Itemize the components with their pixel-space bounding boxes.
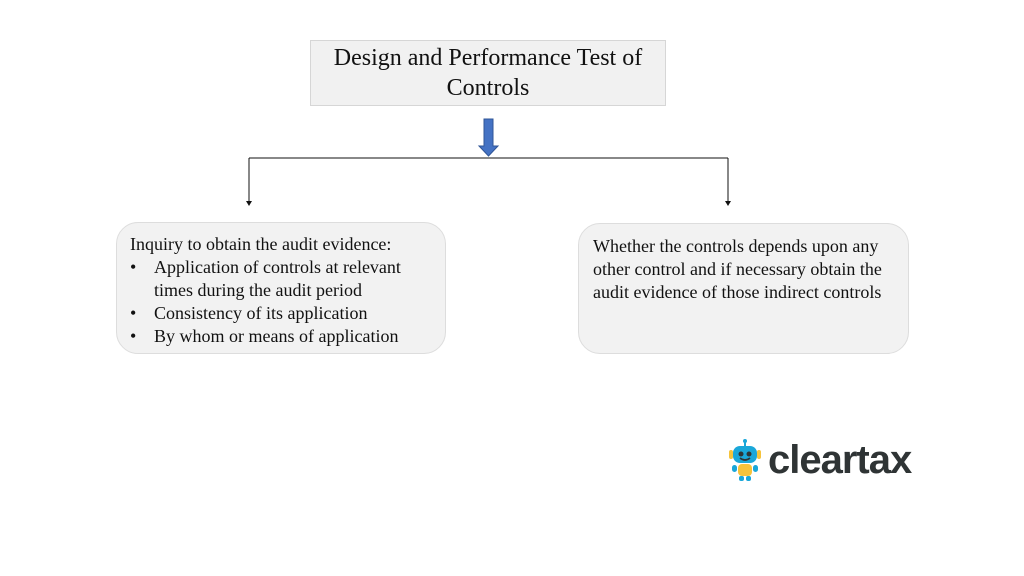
bullet-icon: • [130,303,137,323]
left-node-bullet-item: • Consistency of its application [130,302,433,325]
right-node-text: Whether the controls depends upon any ot… [593,236,882,302]
left-node-bullet-text: By whom or means of application [154,326,399,346]
diagram-title-box: Design and Performance Test of Controls [310,40,666,106]
right-node: Whether the controls depends upon any ot… [578,223,909,354]
logo-text: cleartax [768,438,912,482]
left-node-bullet-item: • Application of controls at relevant ti… [130,256,433,302]
bullet-icon: • [130,257,137,277]
left-node-heading: Inquiry to obtain the audit evidence: [130,234,392,254]
right-arrowhead [725,201,731,206]
left-node-bullet-text: Application of controls at relevant time… [154,257,401,300]
diagram-title: Design and Performance Test of Controls [333,45,643,101]
bullet-icon: • [130,326,137,346]
cleartax-logo: cleartax [726,438,912,482]
left-node-bullet-item: • By whom or means of application [130,325,433,348]
down-arrow-icon [477,118,500,157]
left-node-bullet-text: Consistency of its application [154,303,368,323]
robot-mascot-icon [729,439,761,481]
left-node-bullet-list: • Application of controls at relevant ti… [130,256,433,348]
left-arrowhead [246,201,252,206]
left-node: Inquiry to obtain the audit evidence: • … [116,222,446,354]
